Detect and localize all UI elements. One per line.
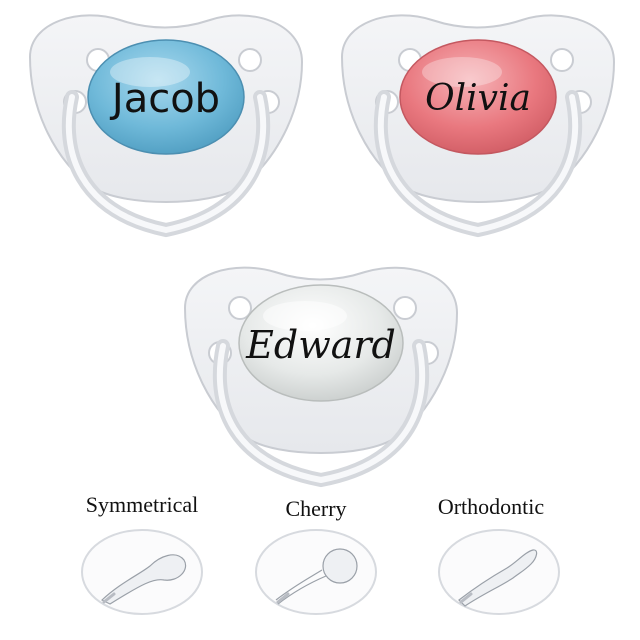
teat-label-symmetrical: Symmetrical [85,492,199,517]
pacifier-olivia: Olivia [322,2,634,247]
pacifier-name: Olivia [425,78,531,119]
pacifier-edward: Edward [165,258,477,493]
teat-label-cherry: Cherry [285,496,347,521]
name-button [87,39,245,155]
teat-label-orthodontic: Orthodontic [437,494,545,519]
name-button [399,39,557,155]
cherry-teat-icon [254,528,378,620]
orthodontic-teat-icon [437,528,561,620]
pacifier-jacob: Jacob [10,2,322,247]
pacifier-name: Jacob [109,76,220,122]
pacifier-name: Edward [245,323,396,367]
symmetrical-teat-icon [80,528,204,620]
